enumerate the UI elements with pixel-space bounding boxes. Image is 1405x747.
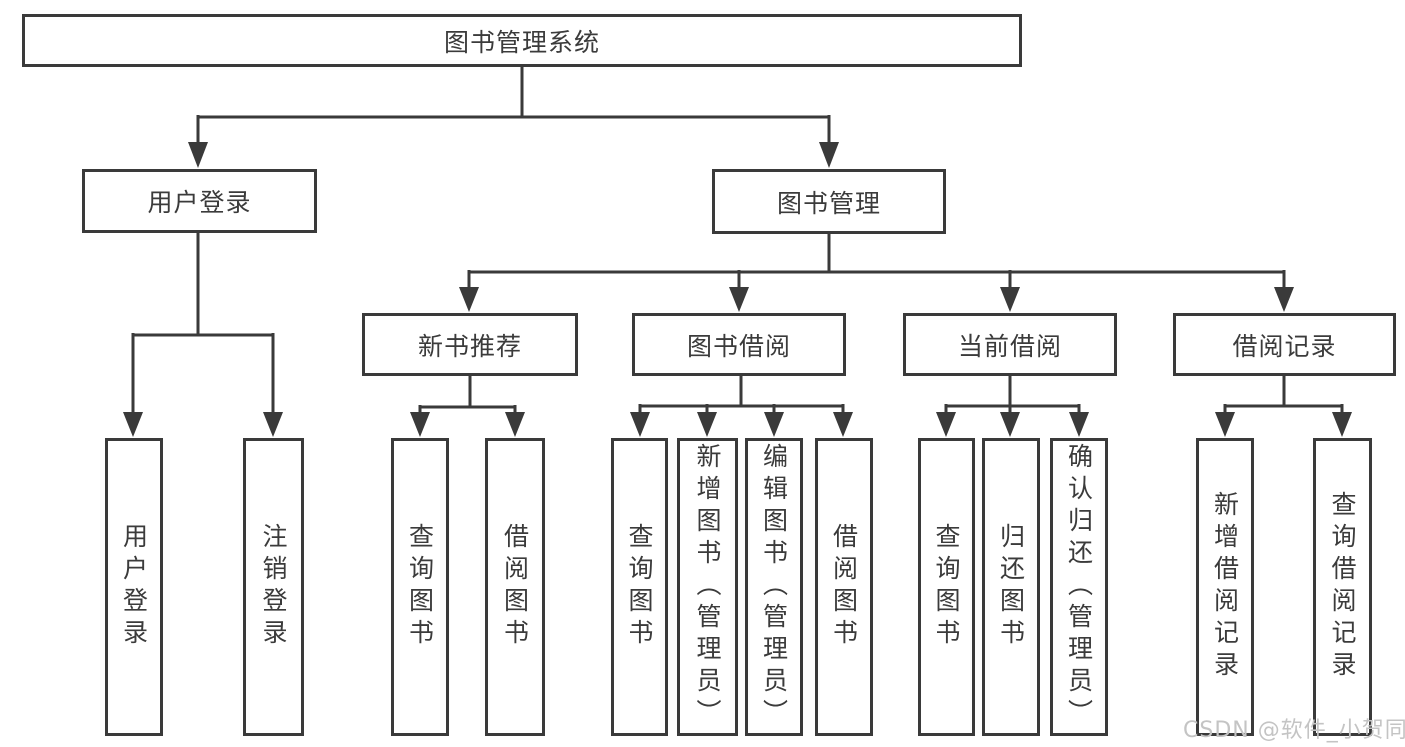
leaf-br-add-record: 新增借阅记录 bbox=[1196, 438, 1254, 736]
leaf-bb-edit-books-admin-label: 编辑图书（管理员） bbox=[759, 443, 789, 731]
connector-root-to-level2 bbox=[188, 67, 839, 168]
node-book-borrowing: 图书借阅 bbox=[632, 313, 846, 376]
leaf-cb-return-books: 归还图书 bbox=[982, 438, 1040, 736]
leaf-bb-borrow-books-label: 借阅图书 bbox=[829, 523, 859, 651]
node-user-login-label: 用户登录 bbox=[147, 188, 252, 217]
leaf-cb-query-books-label: 查询图书 bbox=[932, 523, 961, 651]
leaf-bb-borrow-books: 借阅图书 bbox=[815, 438, 873, 736]
node-borrowing-records-label: 借阅记录 bbox=[1232, 331, 1337, 361]
node-root-label: 图书管理系统 bbox=[443, 27, 600, 57]
connector-book-borrowing-to-leaves bbox=[630, 376, 853, 437]
node-current-borrowing-label: 当前借阅 bbox=[957, 331, 1062, 361]
connector-book-management-to-level3 bbox=[459, 234, 1294, 312]
connector-current-borrowing-to-leaves bbox=[936, 376, 1089, 437]
leaf-bb-query-books-label: 查询图书 bbox=[625, 523, 654, 651]
node-new-book-recommend-label: 新书推荐 bbox=[417, 331, 522, 361]
connector-borrowing-records-to-leaves bbox=[1215, 376, 1352, 437]
node-book-borrowing-label: 图书借阅 bbox=[686, 331, 791, 361]
leaf-logout: 注销登录 bbox=[243, 438, 304, 736]
leaf-user-login-label: 用户登录 bbox=[119, 523, 149, 651]
leaf-bb-edit-books-admin: 编辑图书（管理员） bbox=[745, 438, 803, 736]
node-user-login: 用户登录 bbox=[82, 169, 317, 233]
leaf-cb-query-books: 查询图书 bbox=[918, 438, 975, 736]
leaf-cb-confirm-return-admin-label: 确认归还（管理员） bbox=[1064, 443, 1094, 731]
watermark-text: CSDN @软件_小贺同学 bbox=[1183, 718, 1405, 743]
leaf-nbr-borrow-books: 借阅图书 bbox=[485, 438, 545, 736]
connector-new-book-recommend-to-leaves bbox=[410, 376, 525, 437]
leaf-bb-add-books-admin-label: 新增图书（管理员） bbox=[693, 443, 722, 731]
leaf-user-login: 用户登录 bbox=[105, 438, 163, 736]
leaf-bb-query-books: 查询图书 bbox=[611, 438, 668, 736]
leaf-cb-confirm-return-admin: 确认归还（管理员） bbox=[1050, 438, 1108, 736]
leaf-nbr-query-books-label: 查询图书 bbox=[405, 523, 435, 651]
leaf-cb-return-books-label: 归还图书 bbox=[996, 523, 1026, 651]
leaf-br-query-record-label: 查询借阅记录 bbox=[1328, 491, 1357, 683]
node-book-management-label: 图书管理 bbox=[776, 188, 881, 218]
leaf-bb-add-books-admin: 新增图书（管理员） bbox=[677, 438, 738, 736]
leaf-br-query-record: 查询借阅记录 bbox=[1313, 438, 1372, 736]
leaf-logout-label: 注销登录 bbox=[259, 523, 288, 651]
node-new-book-recommend: 新书推荐 bbox=[362, 313, 578, 376]
node-borrowing-records: 借阅记录 bbox=[1173, 313, 1396, 376]
node-book-management: 图书管理 bbox=[712, 169, 946, 234]
node-current-borrowing: 当前借阅 bbox=[903, 313, 1117, 376]
leaf-nbr-query-books: 查询图书 bbox=[391, 438, 449, 736]
leaf-br-add-record-label: 新增借阅记录 bbox=[1210, 491, 1240, 683]
leaf-nbr-borrow-books-label: 借阅图书 bbox=[500, 523, 530, 651]
node-root: 图书管理系统 bbox=[22, 14, 1022, 67]
connector-user-login-to-leaves bbox=[123, 233, 283, 437]
